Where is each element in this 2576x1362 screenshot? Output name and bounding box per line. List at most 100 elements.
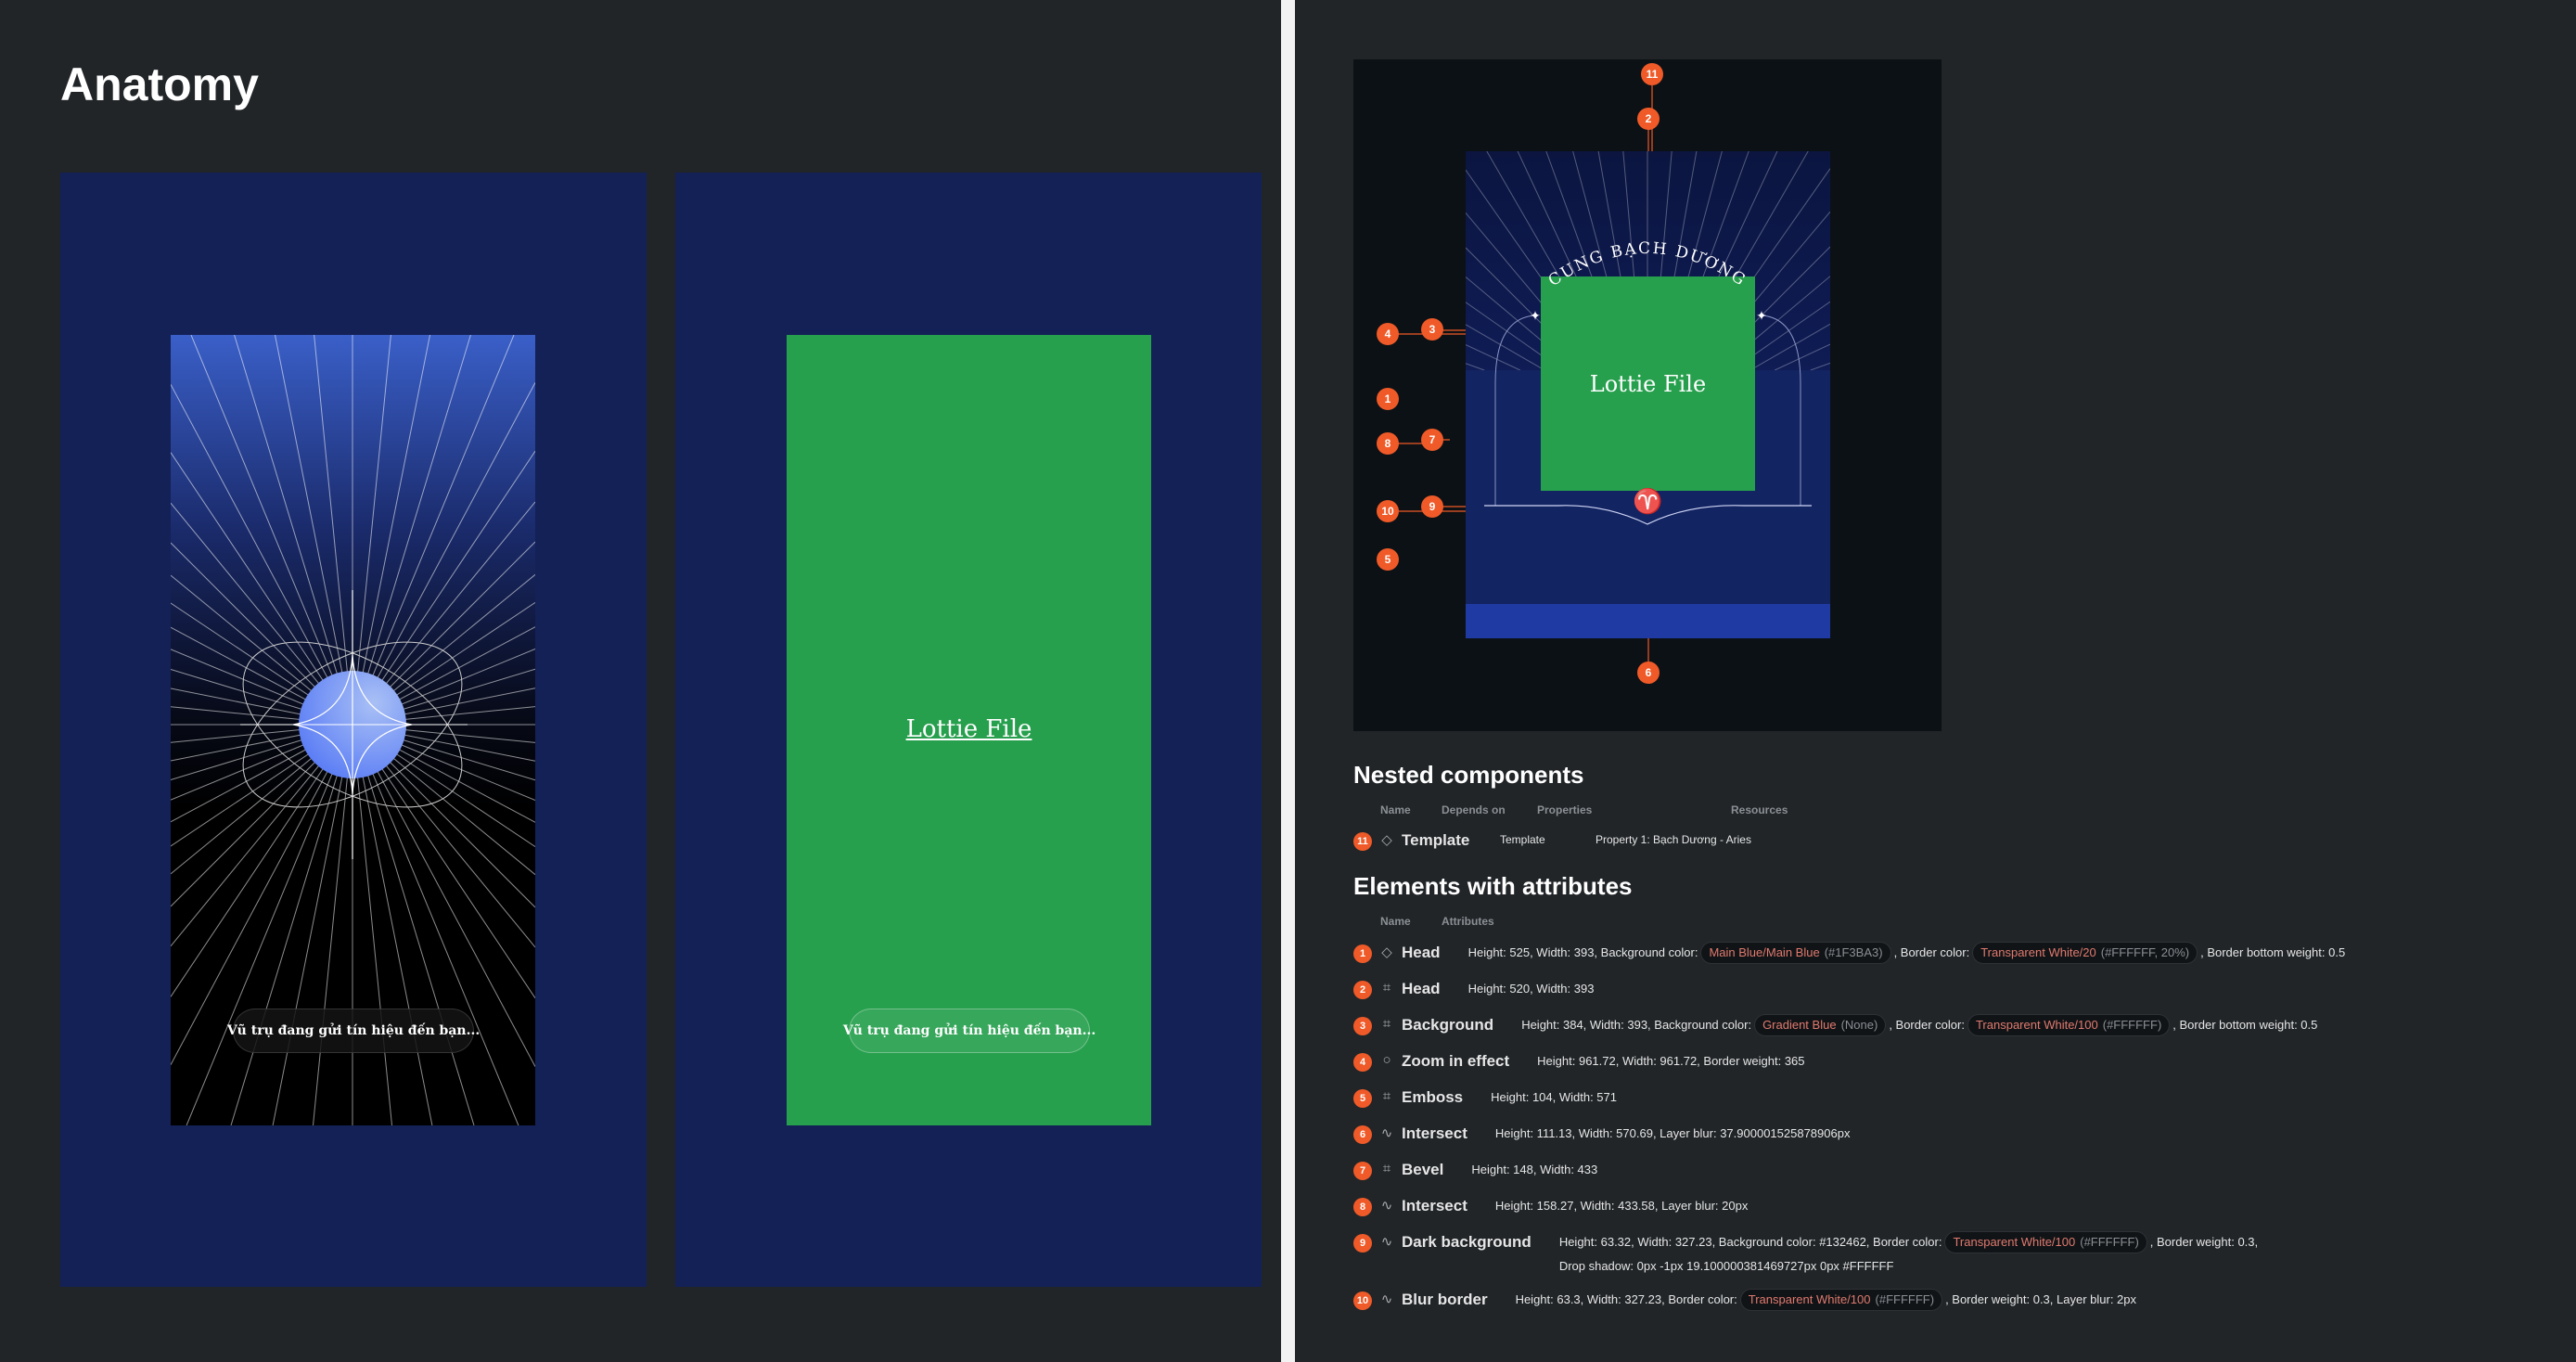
marker-badge: 7 [1353,1162,1372,1180]
frame-icon: ⌗ [1382,980,1391,996]
ray-line [313,724,353,1125]
lottie-placeholder: Lottie File [1541,276,1755,491]
ray-line [352,724,535,999]
marker-4: 4 [1377,323,1399,345]
element-name: Intersect [1402,1124,1467,1142]
token-name: Transparent White/100 [1953,1235,2076,1249]
token-name: Transparent White/20 [1980,945,2096,959]
lottie-label: Lottie File [1589,370,1707,397]
ray-line [1749,323,1830,370]
ray-line [1774,343,1830,370]
loading-message: Vũ trụ đang gửi tín hiệu đến bạn... [843,1009,1096,1053]
anatomy-diagram: ✦ ✦ Lottie File CUNG BẠCH DƯƠNG ♈ 11 2 4… [1353,59,1942,731]
arc-title: CUNG BẠCH DƯƠNG [1545,239,1749,290]
head-bottom-bar [1466,604,1830,638]
bevel-illustration: ✦ ✦ [1484,308,1812,525]
frame-icon: ⌗ [1382,1088,1391,1104]
element-attributes: Height: 961.72, Width: 961.72, Border we… [1537,1049,1804,1073]
attribute-text: Height: 148, Width: 433 [1471,1163,1598,1176]
col-attributes: Attributes [1442,915,1494,928]
arc-title-layer: CUNG BẠCH DƯƠNG [1545,239,1749,290]
bevel-arch [1494,315,1801,506]
properties: Property 1: Bạch Dương - Aries [1596,833,1751,846]
marker-badge: 11 [1353,832,1372,851]
ellipse-icon: ○ [1382,1052,1391,1068]
orbit-ellipse-1 [242,641,463,808]
elements-heading: Elements with attributes [1353,872,1633,900]
element-name: Background [1402,1016,1494,1034]
element-name: Blur border [1402,1291,1488,1308]
attribute-text: Height: 525, Width: 393, Background colo… [1467,945,1698,959]
spec-panel: ✦ ✦ Lottie File CUNG BẠCH DƯƠNG ♈ 11 2 4… [1295,0,2576,1362]
token-name: Gradient Blue [1762,1018,1837,1032]
color-token-chip[interactable]: Gradient Blue(None) [1754,1014,1887,1036]
attribute-text: Height: 520, Width: 393 [1467,982,1595,996]
token-hex: (#FFFFFF, 20%) [2100,945,2190,959]
marker-10: 10 [1377,500,1399,522]
element-name: Head [1402,980,1441,997]
attribute-text: Height: 384, Width: 393, Background colo… [1521,1018,1752,1032]
ray-line [186,724,353,1125]
element-attributes: Height: 148, Width: 433 [1471,1158,1597,1182]
element-attributes: Height: 158.27, Width: 433.58, Layer blu… [1495,1194,1748,1218]
dark-background-wave [1484,505,1812,525]
ray-line [171,724,353,1065]
frame-icon: ⌗ [1382,1016,1391,1032]
color-token-chip[interactable]: Transparent White/100(#FFFFFF) [1739,1289,1943,1311]
element-row: 10 ∿ Blur border Height: 63.3, Width: 327… [1353,1288,2559,1312]
attribute-text: Height: 158.27, Width: 433.58, Layer blu… [1494,1199,1749,1213]
ray-line [352,724,392,1125]
marker-7: 7 [1421,429,1443,451]
col-name: Name [1380,803,1411,816]
col-resources: Resources [1731,803,1788,816]
page-title: Anatomy [60,58,259,110]
nested-row-template: 11 ◇ Template Template Property 1: Bạch … [1353,831,2003,851]
sparkle-star-icon: ✦ [1756,308,1767,323]
element-attributes: Height: 104, Width: 571 [1491,1086,1617,1110]
mockup-frame-loading: Vũ trụ đang gửi tín hiệu đến bạn... [60,173,647,1287]
element-attributes: Height: 384, Width: 393, Background colo… [1521,1013,2317,1037]
marker-badge: 4 [1353,1053,1372,1072]
vector-icon: ∿ [1380,1234,1393,1250]
attribute-text: , Border weight: 0.3, [2149,1235,2259,1249]
col-name: Name [1380,915,1411,928]
frame-icon: ⌗ [1382,1161,1391,1176]
color-token-chip[interactable]: Transparent White/20 (#FFFFFF, 20%) [1972,942,2198,964]
marker-badge: 6 [1353,1125,1372,1144]
marker-badge: 9 [1353,1234,1372,1253]
marker-3: 3 [1421,318,1443,340]
marker-badge: 10 [1353,1291,1372,1310]
lottie-file-link[interactable]: Lottie File [905,715,1032,743]
token-hex: (#FFFFFF) [2102,1018,2162,1032]
attribute-text: , Border bottom weight: 0.5 [2200,945,2346,959]
mockup-frame-lottie: Lottie File Vũ trụ đang gửi tín hiệu đến… [675,173,1262,1287]
vector-icon: ∿ [1380,1291,1393,1307]
ray-line [171,384,353,726]
ray-line [352,724,475,1125]
element-attributes: Height: 520, Width: 393 [1468,977,1595,1001]
token-hex: (None) [1840,1018,1878,1032]
ray-line [171,452,353,726]
color-token-chip[interactable]: Transparent White/100(#FFFFFF) [1967,1014,2171,1036]
token-hex: (#1F3BA3) [1824,945,1883,959]
element-attributes: Height: 63.3, Width: 327.23, Border colo… [1516,1288,2136,1312]
panel-divider [1281,0,1295,1362]
phone-lottie-placeholder: Lottie File Vũ trụ đang gửi tín hiệu đến… [787,335,1151,1125]
element-attributes: Height: 525, Width: 393, Background colo… [1467,941,2346,965]
ray-line [352,335,391,726]
marker-2: 2 [1637,108,1660,130]
color-token-chip[interactable]: Transparent White/100(#FFFFFF) [1944,1231,2147,1253]
ray-line [1466,363,1485,370]
marker-5: 5 [1377,548,1399,571]
token-hex: (#FFFFFF) [1875,1292,1935,1306]
attribute-text: Height: 111.13, Width: 570.69, Layer blu… [1494,1126,1851,1140]
color-token-chip[interactable]: Main Blue/Main Blue(#1F3BA3) [1700,942,1891,964]
vector-icon: ∿ [1380,1125,1393,1141]
ray-line [1466,324,1545,370]
diamond-icon: ◇ [1381,944,1392,960]
